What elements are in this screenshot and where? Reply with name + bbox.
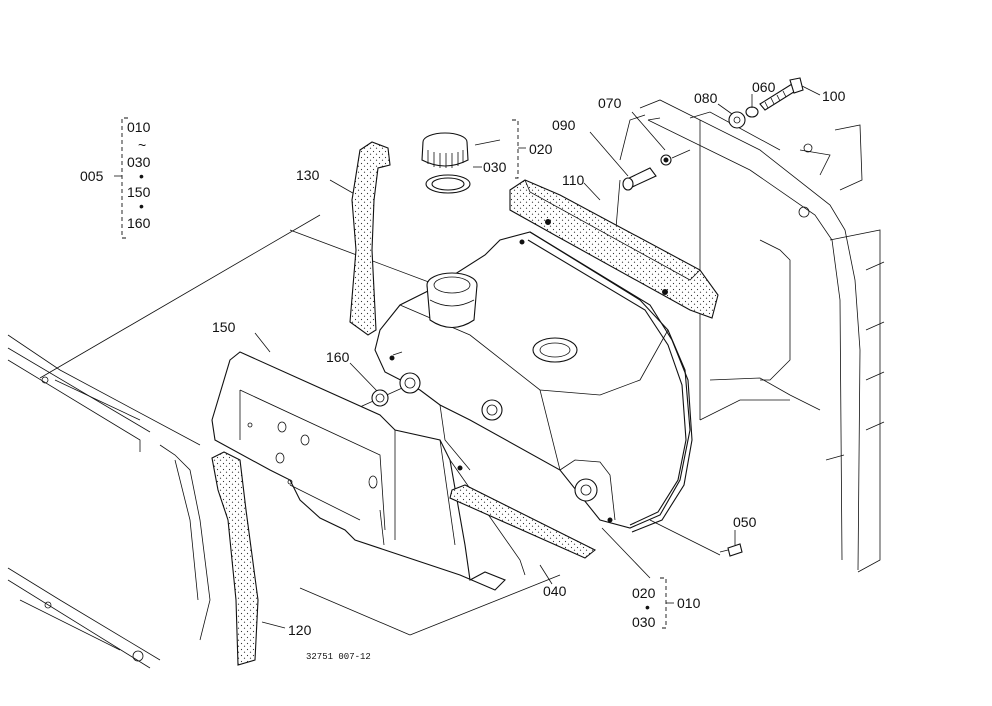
assembly-item: •: [645, 599, 650, 615]
part-040-strip: [449, 484, 597, 559]
part-120-bar: [211, 451, 259, 666]
label-130: 130: [296, 167, 320, 183]
part-110-plate: [509, 179, 719, 319]
label-150: 150: [212, 319, 236, 335]
part-labels: 030 040 050 060 070 080 090 100 110 120 …: [212, 79, 846, 638]
cap-bracket-020: 020: [512, 119, 553, 179]
group-item: 160: [127, 215, 151, 231]
group-item: •: [139, 198, 144, 214]
label-090: 090: [552, 117, 576, 133]
label-080: 080: [694, 90, 718, 106]
group-label-005: 005: [80, 168, 104, 184]
label-030: 030: [483, 159, 507, 175]
group-item: 150: [127, 184, 151, 200]
part-090-spacer: [622, 167, 657, 191]
group-item: •: [139, 168, 144, 184]
label-070: 070: [598, 95, 622, 111]
part-150-side-panel: [211, 351, 526, 591]
label-050: 050: [733, 514, 757, 530]
drawing-code: 32751 007-12: [306, 652, 371, 662]
assembly-bracket-010: 010 020 • 030: [632, 577, 701, 630]
part-030-gasket: [425, 174, 471, 194]
assembly-item: 020: [632, 585, 656, 601]
part-020-cap: [421, 132, 469, 168]
assembly-item: 030: [632, 614, 656, 630]
label-060: 060: [752, 79, 776, 95]
group-bracket-005: 005 010 ~ 030 • 150 • 160: [80, 117, 151, 239]
label-120: 120: [288, 622, 312, 638]
floor-frame-left: [7, 214, 321, 669]
cap-bracket-label: 020: [529, 141, 553, 157]
label-110: 110: [562, 172, 585, 188]
group-item: ~: [138, 137, 146, 153]
part-160-grommet: [371, 389, 389, 407]
bolt-stack: [728, 77, 804, 129]
part-070-washer: [647, 117, 691, 166]
label-040: 040: [543, 583, 567, 599]
label-160: 160: [326, 349, 350, 365]
fuel-tank: [374, 231, 693, 533]
group-item: 030: [127, 154, 151, 170]
part-050-plug: [719, 543, 743, 557]
part-130-bar: [349, 141, 391, 336]
assembly-bracket-label: 010: [677, 595, 701, 611]
group-item: 010: [127, 119, 151, 135]
label-100: 100: [822, 88, 846, 104]
